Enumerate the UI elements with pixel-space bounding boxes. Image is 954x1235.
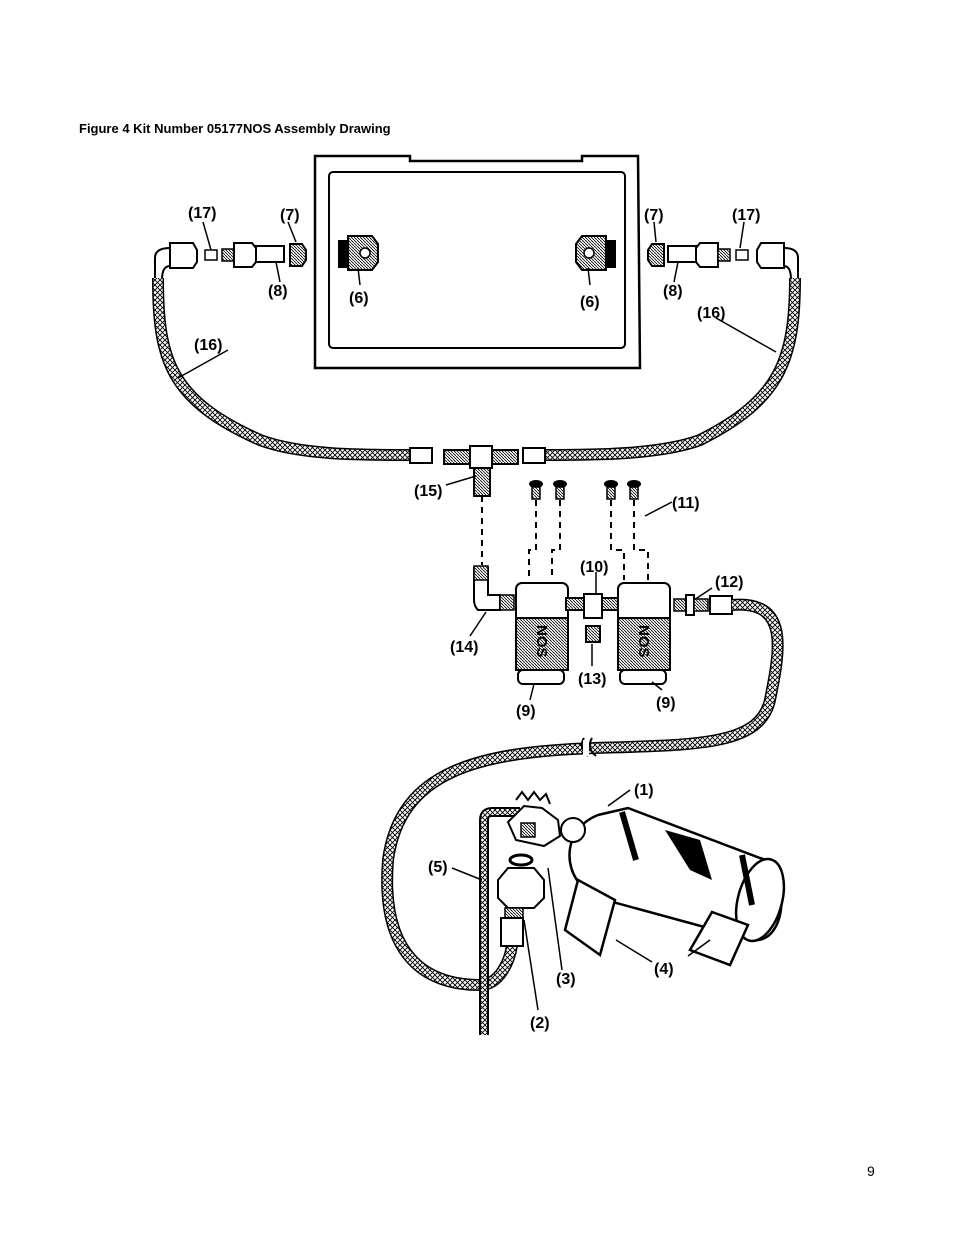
solenoid-left: NOS — [515, 582, 569, 685]
callout-3: (3) — [556, 971, 576, 988]
callout-9-right: (9) — [656, 695, 676, 712]
callout-15: (15) — [414, 483, 442, 500]
callout-4: (4) — [654, 961, 674, 978]
mounting-screws — [529, 480, 641, 500]
plenum-plate — [313, 154, 642, 370]
callout-5: (5) — [428, 859, 448, 876]
callout-11: (11) — [672, 495, 700, 512]
right-fitting-stack — [647, 242, 799, 281]
siphon-tube — [479, 807, 520, 1035]
center-tee — [565, 593, 619, 643]
leader-lines — [177, 221, 777, 1011]
nitrous-bottle — [560, 806, 786, 967]
callout-14: (14) — [450, 639, 478, 656]
callout-6-right: (6) — [580, 294, 600, 311]
callout-8-left: (8) — [268, 283, 288, 300]
callout-16-right: (16) — [697, 305, 725, 322]
figure-caption: Figure 4 Kit Number 05177NOS Assembly Dr… — [79, 121, 391, 136]
svg-text:NOS: NOS — [635, 625, 652, 658]
solenoid-right: NOS — [617, 582, 671, 685]
callout-17-left: (17) — [188, 205, 216, 222]
callout-13: (13) — [578, 671, 606, 688]
svg-text:NOS: NOS — [533, 625, 550, 658]
page-number: 9 — [867, 1163, 875, 1179]
nozzle-right — [575, 235, 616, 271]
inlet-fitting — [673, 594, 733, 616]
callout-16-left: (16) — [194, 337, 222, 354]
callout-10: (10) — [580, 559, 608, 576]
callout-7-right: (7) — [644, 207, 664, 224]
callout-7-left: (7) — [280, 207, 300, 224]
callout-9-left: (9) — [516, 703, 536, 720]
main-hose — [381, 598, 784, 992]
callout-2: (2) — [530, 1015, 550, 1032]
hose-left — [152, 277, 433, 464]
hose-right — [522, 277, 801, 464]
callout-12: (12) — [715, 574, 743, 591]
tee-fitting — [443, 445, 519, 497]
elbow-fitting — [473, 565, 515, 611]
bottle-valve — [497, 790, 562, 947]
left-fitting-stack — [154, 242, 307, 281]
callout-6-left: (6) — [349, 290, 369, 307]
dashed-guides — [481, 496, 649, 580]
callout-17-right: (17) — [732, 207, 760, 224]
callout-1: (1) — [634, 782, 654, 799]
callout-8-right: (8) — [663, 283, 683, 300]
nozzle-left — [338, 235, 379, 271]
